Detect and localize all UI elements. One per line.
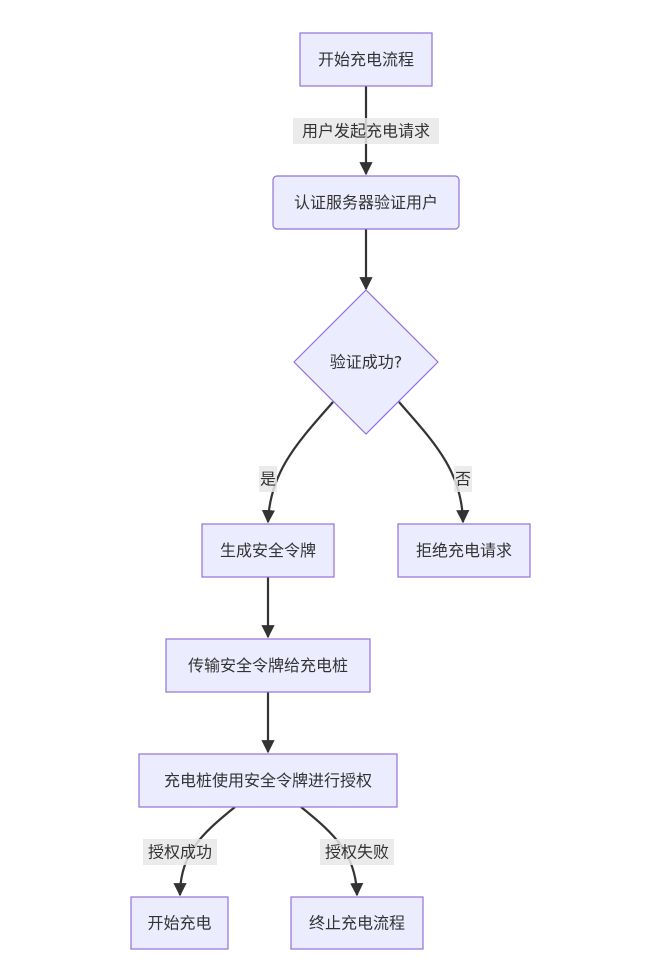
node-station-auth-label: 充电桩使用安全令牌进行授权 — [164, 771, 372, 790]
node-send-token: 传输安全令牌给充电桩 — [165, 638, 371, 693]
edge-label-auth-success-text: 授权成功 — [148, 843, 212, 862]
edge-label-yes-text: 是 — [260, 470, 276, 489]
node-auth-server: 认证服务器验证用户 — [272, 175, 460, 230]
edge-label-no: 否 — [454, 466, 472, 492]
edge-label-request-text: 用户发起充电请求 — [302, 122, 430, 141]
edge-decision-to-reject — [398, 401, 470, 524]
node-auth-server-label: 认证服务器验证用户 — [294, 193, 438, 212]
edge-label-request: 用户发起充电请求 — [293, 118, 439, 144]
node-end-flow: 终止充电流程 — [290, 896, 424, 950]
edge-label-auth-fail: 授权失败 — [320, 839, 394, 865]
node-send-token-label: 传输安全令牌给充电桩 — [188, 656, 348, 675]
edge-label-yes: 是 — [259, 466, 277, 492]
node-gen-token-label: 生成安全令牌 — [220, 541, 316, 560]
node-reject-label: 拒绝充电请求 — [416, 541, 512, 560]
edge-decision-to-gen-token — [261, 401, 334, 524]
edge-label-no-text: 否 — [455, 470, 471, 489]
node-begin-charge: 开始充电 — [130, 896, 229, 950]
node-auth-decision-label: 验证成功? — [330, 353, 403, 372]
edge-label-auth-fail-text: 授权失败 — [325, 843, 389, 862]
node-reject: 拒绝充电请求 — [397, 523, 531, 578]
node-start: 开始充电流程 — [299, 32, 433, 87]
edge-label-auth-success: 授权成功 — [143, 839, 217, 865]
node-begin-charge-label: 开始充电 — [147, 914, 211, 933]
node-auth-decision: 验证成功? — [293, 289, 439, 435]
node-start-label: 开始充电流程 — [318, 50, 414, 69]
node-gen-token: 生成安全令牌 — [201, 523, 335, 578]
node-station-auth: 充电桩使用安全令牌进行授权 — [138, 753, 398, 808]
node-end-flow-label: 终止充电流程 — [309, 914, 405, 933]
